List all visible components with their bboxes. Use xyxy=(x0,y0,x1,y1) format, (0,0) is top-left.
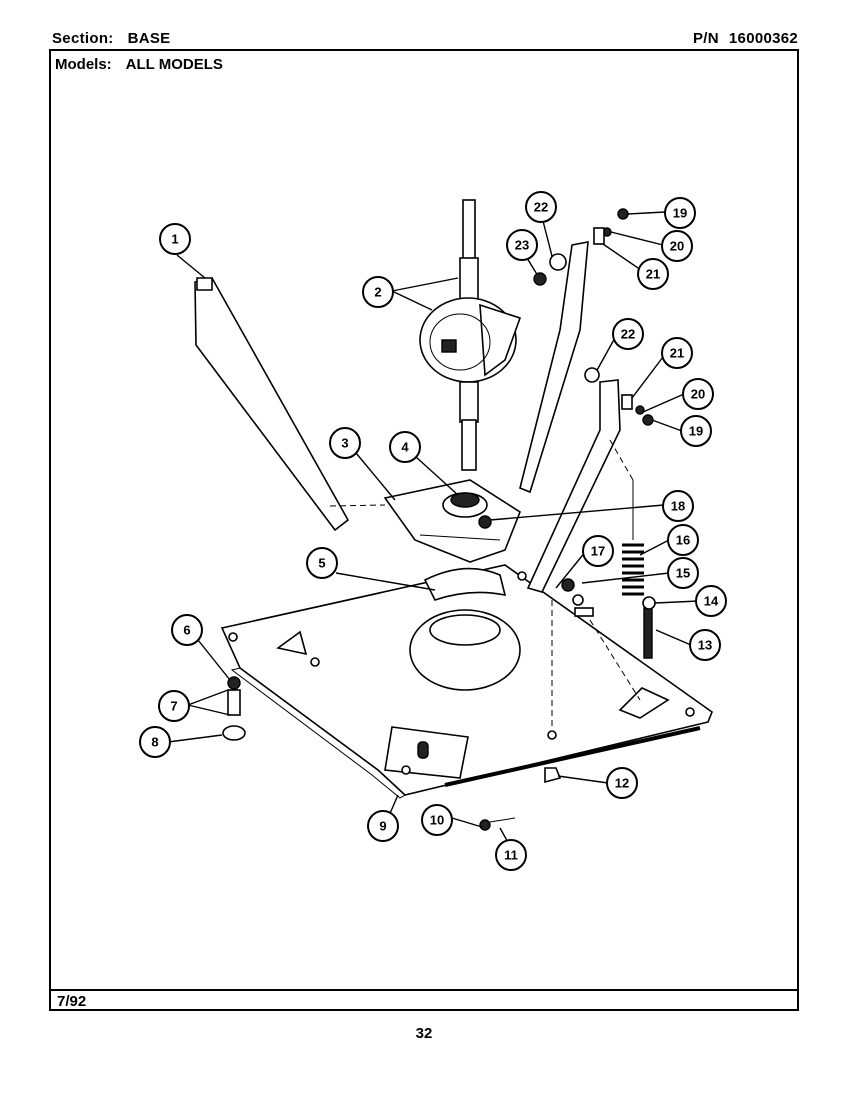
callout-14: 14 xyxy=(695,585,727,617)
base-plate xyxy=(220,564,713,799)
callout-18-label: 18 xyxy=(671,499,685,514)
callout-23-label: 23 xyxy=(515,238,529,253)
leg-left xyxy=(194,277,350,532)
callout-13: 13 xyxy=(689,629,721,661)
callout-7-label: 7 xyxy=(170,699,177,714)
callout-16: 16 xyxy=(667,524,699,556)
part-number-value: 16000362 xyxy=(728,30,799,47)
callout-17: 17 xyxy=(582,535,614,567)
callout-2: 2 xyxy=(362,276,394,308)
split-ring xyxy=(423,567,507,601)
leg-right-upper xyxy=(519,241,589,494)
callout-7: 7 xyxy=(158,690,190,722)
support-hub xyxy=(383,479,521,563)
callout-19-label: 19 xyxy=(673,206,687,221)
transmission-assembly xyxy=(419,199,522,471)
section-heading: Section: BASE xyxy=(52,30,170,47)
callout-11-label: 11 xyxy=(504,848,518,863)
callout-4: 4 xyxy=(389,431,421,463)
callout-22b-label: 22 xyxy=(621,327,635,342)
callout-19: 19 xyxy=(664,197,696,229)
callout-17-label: 17 xyxy=(591,544,605,559)
callout-6: 6 xyxy=(171,614,203,646)
callout-16-label: 16 xyxy=(676,533,690,548)
callout-15-label: 15 xyxy=(676,566,690,581)
callout-6-label: 6 xyxy=(183,623,190,638)
callout-21-label: 21 xyxy=(646,267,660,282)
callout-5-label: 5 xyxy=(318,556,325,571)
callout-10-label: 10 xyxy=(430,813,444,828)
leader-lines xyxy=(167,211,700,847)
page-number: 32 xyxy=(415,1025,433,1042)
part-number-heading: P/N 16000362 xyxy=(693,30,798,47)
callout-19b-label: 19 xyxy=(689,424,703,439)
revision-date: 7/92 xyxy=(57,993,87,1010)
callout-3: 3 xyxy=(329,427,361,459)
models-label: Models: xyxy=(55,56,112,73)
spring-assembly xyxy=(622,480,656,659)
part-number-label: P/N xyxy=(693,30,719,47)
callout-9-label: 9 xyxy=(379,819,386,834)
callout-22: 22 xyxy=(525,191,557,223)
callout-23: 23 xyxy=(506,229,538,261)
callout-21b-label: 21 xyxy=(670,346,684,361)
callout-8-label: 8 xyxy=(151,735,158,750)
callout-2-label: 2 xyxy=(374,285,381,300)
callout-1-label: 1 xyxy=(171,232,178,247)
models-line: Models: ALL MODELS xyxy=(55,56,223,73)
diagram-frame: Models: ALL MODELS 7/92 xyxy=(49,49,799,1011)
callout-9: 9 xyxy=(367,810,399,842)
fasteners xyxy=(479,767,562,831)
leveling-leg xyxy=(222,676,246,741)
callout-3-label: 3 xyxy=(341,436,348,451)
callout-11: 11 xyxy=(495,839,527,871)
callout-15: 15 xyxy=(667,557,699,589)
models-value: ALL MODELS xyxy=(125,56,223,73)
callout-12-label: 12 xyxy=(615,776,629,791)
callout-5: 5 xyxy=(306,547,338,579)
callout-18: 18 xyxy=(662,490,694,522)
callout-20b-label: 20 xyxy=(691,387,705,402)
callout-12: 12 xyxy=(606,767,638,799)
callout-21b: 21 xyxy=(661,337,693,369)
callouts: 1 2 3 4 5 6 7 8 9 10 11 12 13 14 15 16 1… xyxy=(139,191,727,871)
section-value: BASE xyxy=(127,30,171,47)
callout-1: 1 xyxy=(159,223,191,255)
callout-8: 8 xyxy=(139,726,171,758)
leg-right-lower xyxy=(526,379,621,593)
callout-20-label: 20 xyxy=(670,239,684,254)
callout-13-label: 13 xyxy=(698,638,712,653)
callout-21: 21 xyxy=(637,258,669,290)
callout-22-label: 22 xyxy=(534,200,548,215)
footer-divider xyxy=(51,989,797,991)
callout-22b: 22 xyxy=(612,318,644,350)
section-label: Section: xyxy=(52,30,114,47)
callout-14-label: 14 xyxy=(704,594,719,609)
callout-19b: 19 xyxy=(680,415,712,447)
callout-20b: 20 xyxy=(682,378,714,410)
callout-4-label: 4 xyxy=(401,440,409,455)
callout-20: 20 xyxy=(661,230,693,262)
callout-10: 10 xyxy=(421,804,453,836)
